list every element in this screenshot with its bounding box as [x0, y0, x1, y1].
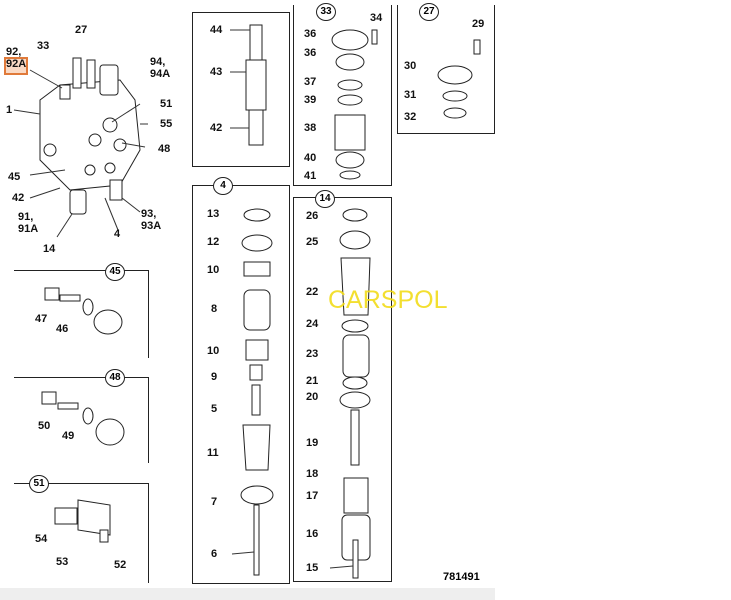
- part-label: 13: [207, 208, 220, 220]
- part-label: 42: [210, 122, 223, 134]
- panel-51: [14, 483, 149, 583]
- panel-spool-44: [192, 12, 290, 167]
- panel-45: [14, 270, 149, 358]
- panel-4: [192, 185, 290, 584]
- part-label: 22: [306, 286, 319, 298]
- valve-block-drawing: [39, 57, 141, 215]
- part-label: 15: [306, 562, 319, 574]
- panel-33: [293, 5, 392, 186]
- figure-reference: 781491: [443, 571, 480, 583]
- part-label: 41: [304, 170, 317, 182]
- part-label: 49: [62, 430, 75, 442]
- part-label: 11: [207, 447, 219, 459]
- badge-48: 48: [105, 369, 125, 387]
- part-label: 51: [160, 98, 173, 110]
- badge-45: 45: [105, 263, 125, 281]
- part-label: 38: [304, 122, 317, 134]
- part-label: 54: [35, 533, 48, 545]
- panel-48-drawing: [41, 391, 125, 446]
- panel-14-drawing: [339, 208, 371, 579]
- part-label: 12: [207, 236, 220, 248]
- panel-51-drawing: [54, 499, 111, 543]
- part-label: 30: [404, 60, 417, 72]
- part-label: 29: [472, 18, 485, 30]
- panel-27-drawing: [437, 39, 481, 119]
- part-label: 32: [404, 111, 417, 123]
- watermark: CARSPOL: [328, 286, 448, 314]
- badge-33: 33: [316, 3, 336, 21]
- part-label: 55: [160, 118, 173, 130]
- part-label: 17: [306, 490, 319, 502]
- badge-27: 27: [419, 3, 439, 21]
- part-label: 46: [56, 323, 69, 335]
- part-label: 48: [158, 143, 171, 155]
- part-label: 92, 92A: [6, 46, 27, 70]
- panel-45-drawing: [44, 287, 123, 335]
- part-label: 1: [6, 104, 13, 116]
- part-label: 93, 93A: [141, 208, 162, 232]
- part-label: 10: [207, 345, 220, 357]
- highlight-box: [4, 57, 28, 75]
- badge-14: 14: [315, 190, 335, 208]
- part-label: 21: [306, 375, 319, 387]
- part-label: 10: [207, 264, 220, 276]
- part-label: 14: [43, 243, 56, 255]
- badge-4: 4: [213, 177, 233, 195]
- part-label: 94, 94A: [150, 56, 171, 80]
- part-label: 34: [370, 12, 383, 24]
- part-label: 44: [210, 24, 223, 36]
- part-label: 18: [306, 468, 319, 480]
- panel-27: [397, 5, 495, 134]
- part-label: 42: [12, 192, 25, 204]
- part-label: 19: [306, 437, 319, 449]
- part-label: 45: [8, 171, 21, 183]
- part-label: 47: [35, 313, 48, 325]
- part-label: 20: [306, 391, 319, 403]
- part-label: 33: [37, 40, 50, 52]
- part-label: 4: [114, 228, 121, 240]
- part-label: 36: [304, 47, 317, 59]
- part-label: 26: [306, 210, 319, 222]
- panel-33-drawing: [331, 29, 378, 180]
- part-label: 8: [211, 303, 218, 315]
- panel-48: [14, 377, 149, 463]
- spool-44-drawing: [245, 24, 267, 146]
- part-label: 43: [210, 66, 223, 78]
- part-label: 91, 91A: [18, 211, 39, 235]
- part-label: 39: [304, 94, 317, 106]
- bottom-strip: [0, 588, 495, 600]
- part-label: 36: [304, 28, 317, 40]
- part-label: 7: [211, 496, 218, 508]
- panel-14: [293, 197, 392, 582]
- part-label: 52: [114, 559, 127, 571]
- part-label: 53: [56, 556, 69, 568]
- part-label: 16: [306, 528, 319, 540]
- part-label: 6: [211, 548, 218, 560]
- panel-4-drawing: [240, 208, 274, 576]
- part-label: 24: [306, 318, 319, 330]
- part-label: 31: [404, 89, 417, 101]
- part-label: 9: [211, 371, 218, 383]
- part-label: 25: [306, 236, 319, 248]
- leader-lines: [13, 29, 354, 569]
- badge-51: 51: [29, 475, 49, 493]
- part-label: 37: [304, 76, 317, 88]
- part-label: 27: [75, 24, 88, 36]
- part-label: 23: [306, 348, 319, 360]
- part-label: 50: [38, 420, 51, 432]
- part-label: 40: [304, 152, 317, 164]
- part-label: 5: [211, 403, 218, 415]
